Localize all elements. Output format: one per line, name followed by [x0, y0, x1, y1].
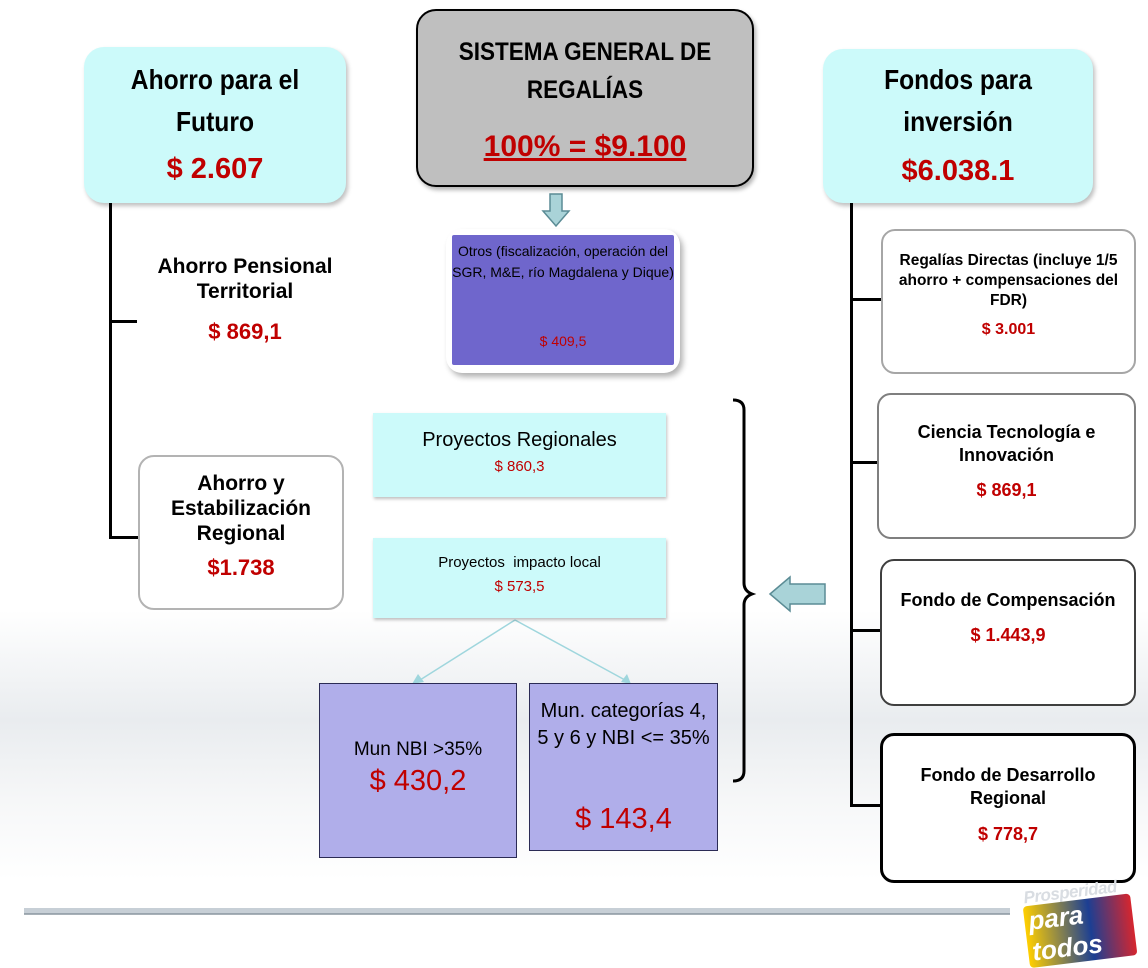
- fondos-para-inversion-box: Fondos para inversión $6.038.1: [823, 49, 1093, 203]
- split-line-left: [419, 619, 516, 681]
- mun-categorias-box: Mun. categorías 4, 5 y 6 y NBI <= 35% $ …: [529, 683, 718, 851]
- right-tree-branch-line: [850, 629, 881, 632]
- proyectos-impacto-local-title: Proyectos impacto local: [438, 554, 601, 571]
- fondos-para-inversion-value: $6.038.1: [901, 155, 1015, 187]
- regalias-directas-box: Regalías Directas (incluye 1/5 ahorro + …: [881, 229, 1136, 374]
- proyectos-impacto-local-value: $ 573,5: [494, 578, 545, 595]
- down-arrow-icon: [541, 193, 571, 228]
- right-tree-vertical-line: [850, 202, 853, 807]
- right-curly-bracket: [732, 398, 757, 783]
- ahorro-pensional-territorial-value: $ 869,1: [208, 319, 282, 344]
- sistema-general-regalias-title: SISTEMA GENERAL DE REGALÍAS: [458, 38, 712, 104]
- ciencia-tecnologia-innovacion-value: $ 869,1: [976, 480, 1037, 500]
- ciencia-tecnologia-innovacion-box: Ciencia Tecnología e Innovación $ 869,1: [877, 393, 1136, 539]
- mun-nbi-box: Mun NBI >35% $ 430,2: [319, 683, 517, 858]
- left-tree-vertical-line: [109, 202, 112, 539]
- fondo-compensacion-value: $ 1.443,9: [970, 625, 1046, 645]
- ahorro-pensional-territorial-title: Ahorro Pensional Territorial: [157, 255, 333, 303]
- left-tree-branch-line: [109, 536, 139, 539]
- otros-box-inner: Otros (fiscalización, operación del SGR,…: [452, 235, 674, 365]
- fondo-desarrollo-regional-value: $ 778,7: [977, 824, 1039, 844]
- fondo-desarrollo-regional-box: Fondo de Desarrollo Regional $ 778,7: [880, 733, 1136, 883]
- ciencia-tecnologia-innovacion-title: Ciencia Tecnología e Innovación: [917, 422, 1096, 465]
- right-tree-branch-line: [850, 298, 881, 301]
- proyectos-impacto-local-box: Proyectos impacto local $ 573,5: [373, 538, 666, 618]
- regalias-directas-title: Regalías Directas (incluye 1/5 ahorro + …: [898, 252, 1119, 309]
- mun-categorias-value: $ 143,4: [575, 803, 672, 835]
- ahorro-estabilizacion-regional-box: Ahorro y Estabilización Regional $1.738: [138, 455, 344, 610]
- fondo-desarrollo-regional-title: Fondo de Desarrollo Regional: [920, 765, 1096, 808]
- regalias-directas-value: $ 3.001: [981, 321, 1036, 338]
- mun-nbi-title: Mun NBI >35%: [353, 739, 483, 760]
- right-tree-branch-line: [850, 804, 881, 807]
- mun-categorias-title: Mun. categorías 4, 5 y 6 y NBI <= 35%: [537, 700, 710, 749]
- left-tree-branch-line: [109, 320, 137, 323]
- fondos-para-inversion-title: Fondos para inversión: [884, 64, 1032, 137]
- right-tree-branch-line: [850, 461, 878, 464]
- sistema-general-regalias-box: SISTEMA GENERAL DE REGALÍAS 100% = $9.10…: [416, 9, 754, 187]
- fondo-compensacion-title: Fondo de Compensación: [900, 590, 1116, 610]
- proyectos-regionales-box: Proyectos Regionales $ 860,3: [373, 413, 666, 497]
- otros-box: Otros (fiscalización, operación del SGR,…: [446, 229, 680, 373]
- ahorro-para-el-futuro-box: Ahorro para el Futuro $ 2.607: [84, 47, 346, 203]
- fondo-compensacion-box: Fondo de Compensación $ 1.443,9: [880, 559, 1136, 706]
- ahorro-para-el-futuro-title: Ahorro para el Futuro: [130, 64, 300, 137]
- sistema-general-regalias-total: 100% = $9.100: [483, 130, 687, 163]
- ahorro-estabilizacion-regional-value: $1.738: [207, 555, 275, 580]
- prosperidad-para-todos-logo: Prosperidad para todos: [1018, 872, 1138, 968]
- ahorro-pensional-territorial: Ahorro Pensional Territorial $ 869,1: [150, 254, 340, 346]
- mun-nbi-value: $ 430,2: [369, 765, 467, 797]
- proyectos-regionales-title: Proyectos Regionales: [422, 429, 617, 451]
- proyectos-regionales-value: $ 860,3: [494, 458, 545, 475]
- logo-line-2: para todos: [1022, 893, 1138, 968]
- split-line-right: [514, 619, 626, 681]
- otros-title: Otros (fiscalización, operación del SGR,…: [452, 243, 674, 280]
- otros-value: $ 409,5: [539, 333, 587, 349]
- ahorro-estabilizacion-regional-title: Ahorro y Estabilización Regional: [170, 472, 312, 545]
- ahorro-para-el-futuro-value: $ 2.607: [166, 153, 264, 185]
- left-arrow-icon: [768, 575, 826, 613]
